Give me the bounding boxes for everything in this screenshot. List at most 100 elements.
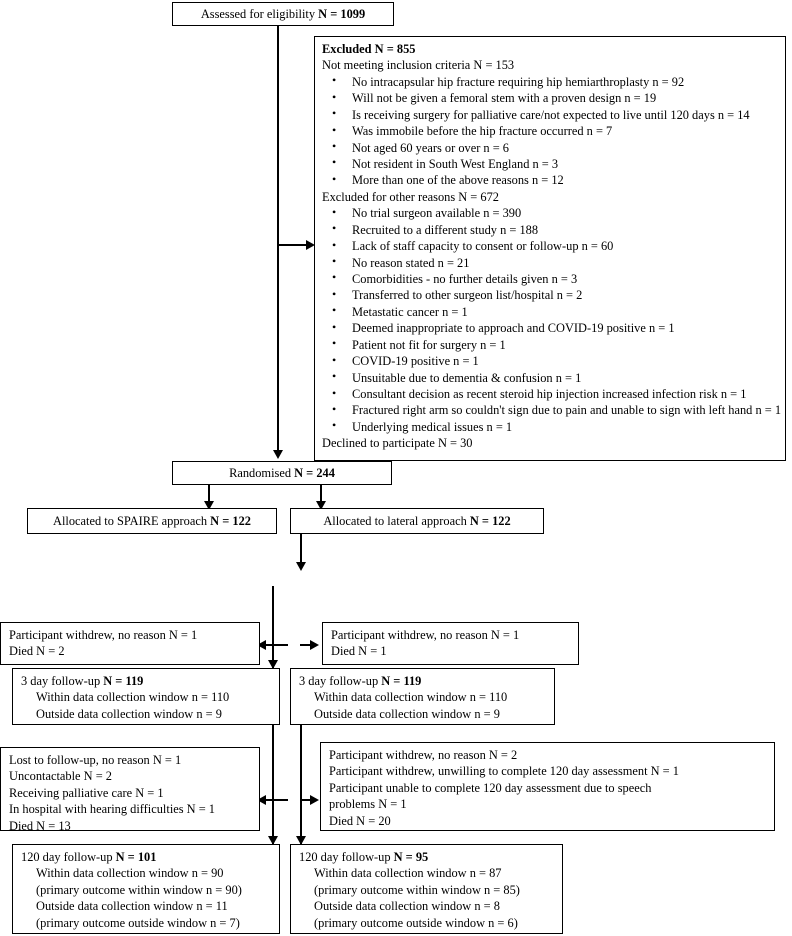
right-120day-heading: 120 day follow-up N = 95 (299, 849, 554, 865)
arrow-into-right-loss-120day (310, 794, 319, 805)
arrow-into-left-loss-120day (257, 794, 266, 805)
arrow-into-left-loss-3day (257, 639, 266, 650)
right-120day-line: Within data collection window n = 87 (314, 866, 502, 881)
right-3day-line: Outside data collection window n = 9 (314, 706, 500, 721)
left-loss-3day-line: Died N = 2 (9, 644, 65, 659)
list-item: Transferred to other surgeon list/hospit… (322, 287, 778, 303)
trunk-right-arm-lower (300, 725, 302, 844)
left-120day-line: Within data collection window n = 90 (36, 866, 224, 881)
left-120day-line: (primary outcome outside window n = 7) (36, 915, 240, 930)
left-120day-value: N = 101 (115, 850, 157, 864)
arrow-into-left-allocation (203, 501, 214, 510)
list-item: Recruited to a different study n = 188 (322, 221, 778, 238)
box-allocated-spaire: Allocated to SPAIRE approach N = 122 (27, 508, 277, 534)
left-loss-120day-line: Lost to follow-up, no reason N = 1 (9, 753, 182, 767)
allocated-lateral-value: N = 122 (469, 513, 511, 528)
randomised-label: Randomised (229, 465, 295, 480)
arrow-right-into-120day (295, 836, 306, 845)
left-loss-3day-line: Participant withdrew, no reason N = 1 (9, 628, 198, 642)
list-item: Comorbidities - no further details given… (322, 270, 778, 287)
list-item: Consultant decision as recent steroid hi… (322, 385, 778, 402)
right-120day-value: N = 95 (393, 850, 429, 864)
box-right-followup-3day: 3 day follow-up N = 119 Within data coll… (290, 668, 555, 725)
left-120day-heading: 120 day follow-up N = 101 (21, 849, 271, 865)
box-left-loss-120day: Lost to follow-up, no reason N = 1 Uncon… (0, 747, 260, 833)
right-120day-line: Outside data collection window n = 8 (314, 899, 500, 914)
connector-left-loss-3day (264, 644, 288, 646)
right-120day-label: 120 day follow-up (299, 850, 394, 864)
list-item: COVID-19 positive n = 1 (322, 353, 778, 369)
list-item: Not aged 60 years or over n = 6 (322, 139, 778, 156)
excluded-other-reasons-heading: Excluded for other reasons N = 672 (322, 189, 499, 204)
excluded-other-reasons-list: No trial surgeon available n = 390 Recru… (322, 205, 781, 435)
arrow-into-right-allocation (315, 501, 326, 510)
box-assessed-for-eligibility: Assessed for eligibility N = 1099 (172, 2, 394, 26)
list-item: No trial surgeon available n = 390 (322, 205, 778, 221)
box-randomised: Randomised N = 244 (172, 461, 392, 485)
excluded-declined: Declined to participate N = 30 (322, 436, 473, 451)
box-excluded: Excluded N = 855 Not meeting inclusion c… (314, 36, 786, 461)
left-3day-line: Within data collection window n = 110 (36, 690, 230, 705)
list-item: Will not be given a femoral stem with a … (322, 90, 778, 106)
right-loss-3day-line: Died N = 1 (331, 644, 387, 659)
right-3day-value: N = 119 (381, 674, 422, 688)
list-item: More than one of the above reasons n = 1… (322, 172, 778, 188)
randomised-text: Randomised N = 244 (229, 465, 335, 481)
list-item: Fractured right arm so couldn't sign due… (322, 402, 781, 418)
allocated-lateral-text: Allocated to lateral approach N = 122 (323, 513, 510, 529)
right-loss-3day-line: Participant withdrew, no reason N = 1 (331, 628, 520, 642)
left-120day-label: 120 day follow-up (21, 850, 116, 864)
excluded-heading: Excluded N = 855 (322, 42, 416, 56)
assessed-text: Assessed for eligibility N = 1099 (201, 6, 365, 22)
arrow-lateral-stem (295, 562, 306, 571)
right-loss-120day-line: Participant withdrew, no reason N = 2 (329, 748, 518, 762)
allocated-lateral-label: Allocated to lateral approach (323, 513, 470, 528)
assessed-label: Assessed for eligibility (200, 6, 319, 21)
arrow-into-right-loss-3day (310, 639, 319, 650)
list-item: Was immobile before the hip fracture occ… (322, 123, 778, 139)
right-3day-line: Within data collection window n = 110 (314, 690, 508, 705)
left-120day-line: Outside data collection window n = 11 (36, 899, 228, 914)
arrow-into-excluded (306, 239, 315, 250)
right-loss-120day-line: Participant unable to complete 120 day a… (329, 780, 652, 795)
left-3day-heading: 3 day follow-up N = 119 (21, 673, 271, 689)
connector-right-loss-3day (300, 644, 312, 646)
allocated-spaire-text: Allocated to SPAIRE approach N = 122 (53, 513, 251, 529)
connector-lateral-stem (300, 534, 302, 563)
left-120day-line: (primary outcome within window n = 90) (36, 882, 242, 897)
box-allocated-lateral: Allocated to lateral approach N = 122 (290, 508, 544, 534)
box-right-loss-3day: Participant withdrew, no reason N = 1 Di… (322, 622, 579, 665)
excluded-not-meeting-list: No intracapsular hip fracture requiring … (322, 73, 778, 189)
arrow-left-into-3day (267, 660, 278, 669)
box-right-loss-120day: Participant withdrew, no reason N = 2 Pa… (320, 742, 775, 831)
left-loss-120day-line: In hospital with hearing difficulties N … (9, 802, 216, 817)
list-item: Not resident in South West England n = 3 (322, 155, 778, 172)
right-loss-120day-line: problems N = 1 (329, 797, 407, 812)
box-left-followup-120day: 120 day follow-up N = 101 Within data co… (12, 844, 280, 934)
arrow-into-randomised (272, 450, 283, 459)
connector-to-excluded (278, 244, 308, 246)
list-item: Is receiving surgery for palliative care… (322, 106, 778, 123)
box-left-loss-3day: Participant withdrew, no reason N = 1 Di… (0, 622, 260, 665)
arrow-left-into-120day (267, 836, 278, 845)
left-3day-value: N = 119 (103, 674, 144, 688)
list-item: Unsuitable due to dementia & confusion n… (322, 369, 778, 386)
trunk-left-arm-lower (272, 725, 274, 844)
right-loss-120day-line: Died N = 20 (329, 813, 391, 828)
box-left-followup-3day: 3 day follow-up N = 119 Within data coll… (12, 668, 280, 725)
connector-randomised-to-left-allocation (208, 485, 210, 502)
allocated-spaire-label: Allocated to SPAIRE approach (53, 513, 211, 528)
list-item: No intracapsular hip fracture requiring … (322, 73, 778, 90)
right-120day-line: (primary outcome within window n = 85) (314, 882, 520, 897)
list-item: Lack of staff capacity to consent or fol… (322, 238, 778, 254)
list-item: Deemed inappropriate to approach and COV… (322, 320, 778, 336)
list-item: Patient not fit for surgery n = 1 (322, 336, 778, 353)
trunk-left-arm (272, 586, 274, 668)
connector-left-loss-120day (264, 799, 288, 801)
excluded-not-meeting-heading: Not meeting inclusion criteria N = 153 (322, 58, 515, 73)
connector-randomised-to-right-allocation (320, 485, 322, 502)
left-loss-120day-line: Uncontactable N = 2 (9, 769, 112, 784)
left-loss-120day-line: Receiving palliative care N = 1 (9, 785, 164, 800)
right-3day-heading: 3 day follow-up N = 119 (299, 673, 546, 689)
